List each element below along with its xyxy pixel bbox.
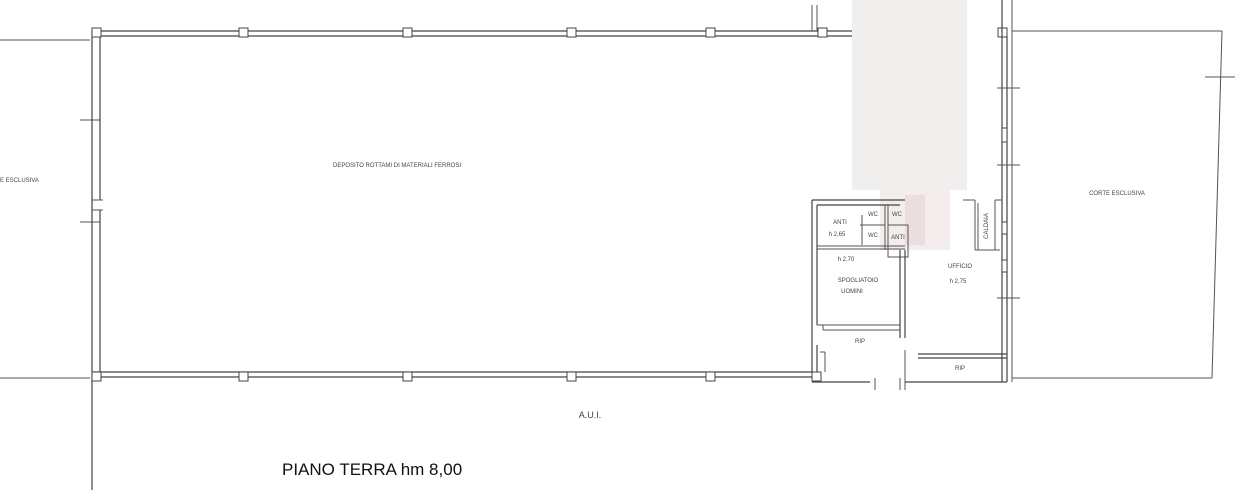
room-label-ufficio: UFFICIO — [948, 264, 972, 270]
room-label-height-270: h 2,70 — [838, 257, 855, 263]
room-label-rip-2: RIP — [955, 366, 965, 372]
warehouse-walls — [91, 5, 852, 490]
area-label-aui: A.U.I. — [579, 410, 602, 420]
room-label-spogliatoio: SPOGLIATOIO — [838, 278, 879, 284]
room-label-anti-1-height: h 2,65 — [829, 232, 846, 238]
plan-title: PIANO TERRA hm 8,00 — [282, 460, 462, 479]
room-label-corte-left: E ESCLUSIVA — [0, 178, 39, 184]
room-label-rip-1: RIP — [855, 339, 865, 345]
room-label-caldaia: CALDAIA — [984, 213, 990, 239]
room-label-deposito: DEPOSITO ROTTAMI DI MATERIALI FERROSI — [333, 163, 461, 169]
redacted-area — [852, 0, 967, 250]
room-label-wc-2: WC — [868, 233, 879, 239]
room-label-wc-3: WC — [892, 212, 903, 218]
room-label-ufficio-height: h 2,75 — [950, 279, 967, 285]
service-block-walls — [811, 0, 1020, 390]
room-label-anti-2: ANTI — [891, 235, 905, 241]
left-boundary — [0, 39, 100, 379]
room-label-wc-1: WC — [868, 212, 879, 218]
room-label-uomini: UOMINI — [841, 289, 863, 295]
right-courtyard-boundary — [1012, 30, 1235, 379]
room-label-anti-1: ANTI — [833, 220, 847, 226]
room-label-corte-right: CORTE ESCLUSIVA — [1089, 191, 1145, 197]
